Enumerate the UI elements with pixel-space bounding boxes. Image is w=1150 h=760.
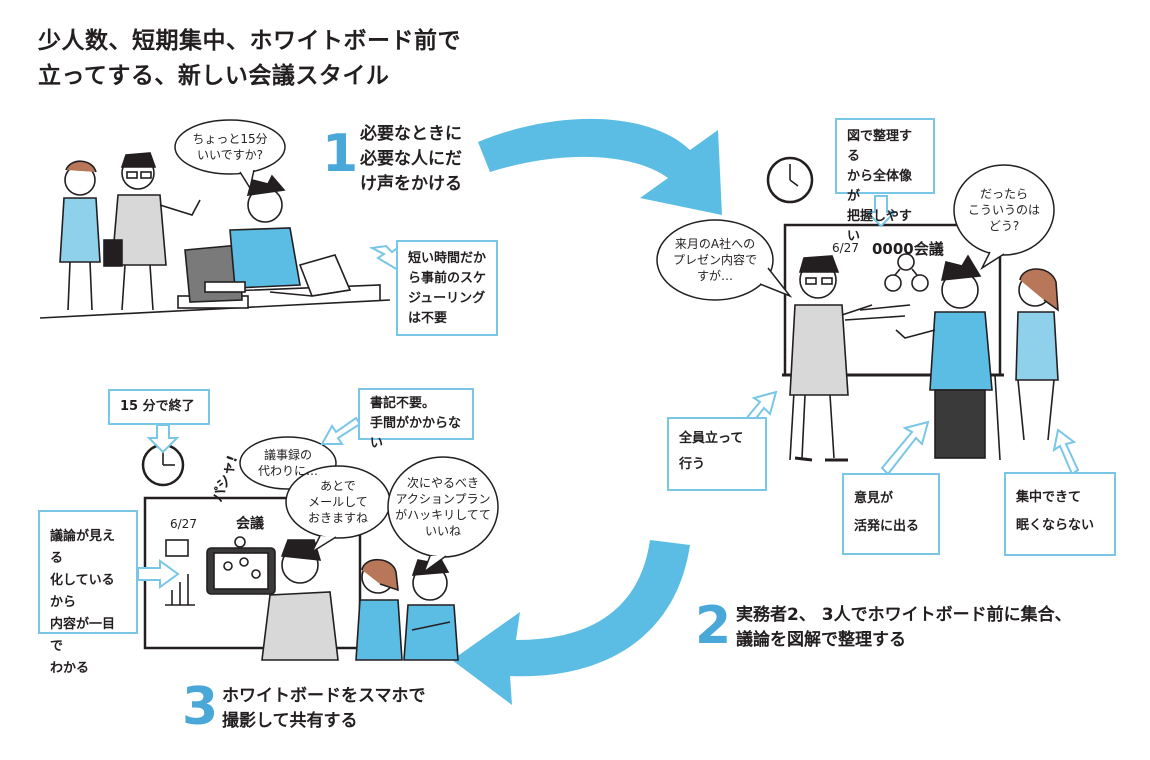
scene-office — [39, 152, 391, 319]
speech-bubble-5: あとで メールして おきますね — [307, 479, 368, 525]
board-heading-bottom: 会議 — [236, 515, 264, 532]
speech-bubble-6: 次にやるべき アクションプラン がハッキリしてて いいね — [395, 476, 491, 538]
bubble-shape-3 — [953, 164, 1055, 256]
callout-fifteen-min: 15 分で終了 — [108, 389, 210, 425]
callout-arrow-visible — [137, 559, 180, 589]
speech-bubble-2: 来月のA社への プレゼン内容で すが… — [672, 237, 757, 283]
callout-arrow-focus — [1052, 428, 1080, 476]
board-heading-top: 0000会議 — [872, 240, 944, 258]
callout-scheduling: 短い時間だか ら事前のスケ ジューリング は不要 — [396, 240, 498, 336]
step-1-text: 必要なときに 必要な人にだ け声をかける — [360, 124, 462, 194]
page-title-line-1: 少人数、短期集中、ホワイトボード前で — [38, 28, 461, 54]
callout-focus: 集中できて 眠くならない — [1004, 472, 1116, 556]
bubble-shape-1 — [174, 119, 286, 175]
speech-bubble-3: だったら こういうのは どう? — [967, 187, 1040, 233]
bubble-shape-2 — [656, 219, 774, 301]
step-1-number: 1 — [322, 124, 359, 184]
camera-sfx: パシャ! — [210, 453, 242, 504]
scene-smartphone — [141, 443, 459, 661]
flow-arrow-1-to-2 — [478, 118, 722, 215]
callout-arrow-fifteen — [146, 424, 180, 454]
step-2-text: 実務者2、 3人でホワイトボード前に集合、 議論を図解で整理する — [736, 605, 1072, 650]
board-date-bottom: 6/27 — [170, 517, 197, 531]
flow-arrow-2-to-3 — [452, 540, 690, 705]
step-3-text: ホワイトボードをスマホで 撮影して共有する — [222, 686, 426, 731]
callout-arrow-diagram — [864, 195, 898, 228]
board-date-top: 6/27 — [832, 241, 859, 255]
callout-standing: 全員立って 行う — [667, 417, 767, 491]
callout-diagram: 図で整理する から全体像が 把握しやすい — [835, 118, 935, 244]
speech-bubble-4: 議事録の 代わりに… — [257, 448, 318, 478]
speech-bubble-1: ちょっと15分 いいですか? — [192, 132, 268, 162]
callout-no-minutes: 書記不要。 手間がかからない — [358, 388, 474, 451]
step-2-number: 2 — [695, 596, 732, 656]
page-title: 少人数、短期集中、ホワイトボード前で 立ってする、新しい会議スタイル — [38, 24, 461, 94]
callout-visible: 議論が見える 化しているから 内容が一目で わかる — [38, 510, 138, 676]
page-title-line-2: 立ってする、新しい会議スタイル — [38, 63, 390, 89]
callout-arrow-no-minutes — [320, 416, 362, 445]
callout-opinions: 意見が 活発に出る — [842, 473, 940, 555]
scene-whiteboard — [766, 156, 1059, 462]
callout-arrow-opinions — [880, 420, 930, 476]
step-3-number: 3 — [182, 677, 219, 737]
